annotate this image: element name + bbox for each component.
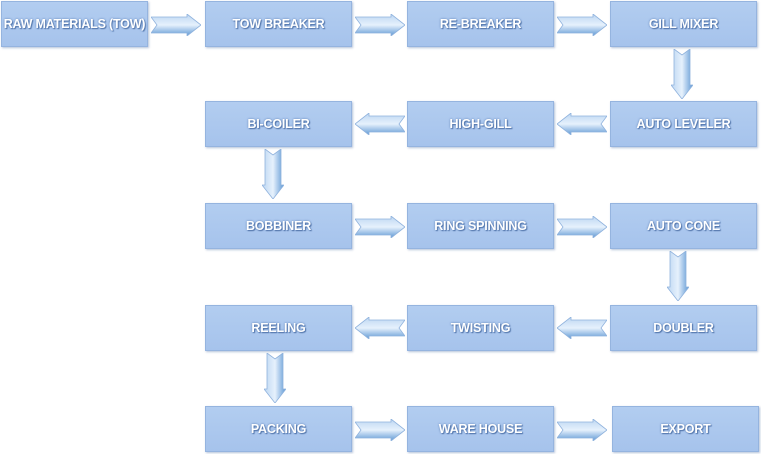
step-label: TWISTING	[450, 321, 511, 335]
arrow-left-icon	[355, 317, 405, 339]
step-reeling: REELING	[205, 305, 352, 351]
step-re-breaker: RE-BREAKER	[407, 1, 554, 47]
step-label: RING SPINNING	[434, 219, 527, 233]
step-tow-breaker: TOW BREAKER	[205, 1, 352, 47]
arrow-right-icon	[355, 14, 405, 36]
step-auto-leveler: AUTO LEVELER	[610, 101, 757, 147]
arrow-left-icon	[355, 113, 405, 135]
step-label: TOW BREAKER	[232, 17, 325, 31]
step-gill-mixer: GILL MIXER	[610, 1, 757, 47]
arrow-right-icon	[151, 14, 201, 36]
arrow-right-icon	[355, 216, 405, 238]
step-auto-cone: AUTO CONE	[610, 203, 757, 249]
step-high-gill: HIGH-GILL	[407, 101, 554, 147]
step-label: BI-COILER	[247, 117, 310, 131]
step-twisting: TWISTING	[407, 305, 554, 351]
step-label: AUTO CONE	[647, 219, 720, 233]
arrow-right-icon	[557, 216, 607, 238]
step-raw-materials: RAW MATERIALS (TOW)	[1, 1, 148, 47]
step-ware-house: WARE HOUSE	[407, 406, 554, 452]
step-doubler: DOUBLER	[610, 305, 757, 351]
arrow-down-icon	[264, 353, 286, 403]
step-label: BOBBINER	[245, 219, 312, 233]
step-packing: PACKING	[205, 406, 352, 452]
step-label: AUTO LEVELER	[636, 117, 731, 131]
step-bobbiner: BOBBINER	[205, 203, 352, 249]
arrow-left-icon	[557, 317, 607, 339]
arrow-down-icon	[671, 49, 693, 99]
arrow-down-icon	[667, 251, 689, 301]
step-label: RAW MATERIALS (TOW)	[3, 17, 146, 31]
step-label: DOUBLER	[653, 321, 714, 335]
arrow-right-icon	[557, 419, 607, 441]
arrow-right-icon	[557, 14, 607, 36]
step-label: PACKING	[250, 422, 307, 436]
step-label: RE-BREAKER	[439, 17, 522, 31]
step-label: WARE HOUSE	[438, 422, 523, 436]
step-export: EXPORT	[612, 406, 759, 452]
step-label: REELING	[251, 321, 306, 335]
arrow-down-icon	[262, 149, 284, 199]
step-bi-coiler: BI-COILER	[205, 101, 352, 147]
step-ring-spinning: RING SPINNING	[407, 203, 554, 249]
arrow-right-icon	[355, 419, 405, 441]
step-label: EXPORT	[660, 422, 711, 436]
step-label: GILL MIXER	[648, 17, 719, 31]
step-label: HIGH-GILL	[449, 117, 512, 131]
arrow-left-icon	[557, 113, 607, 135]
